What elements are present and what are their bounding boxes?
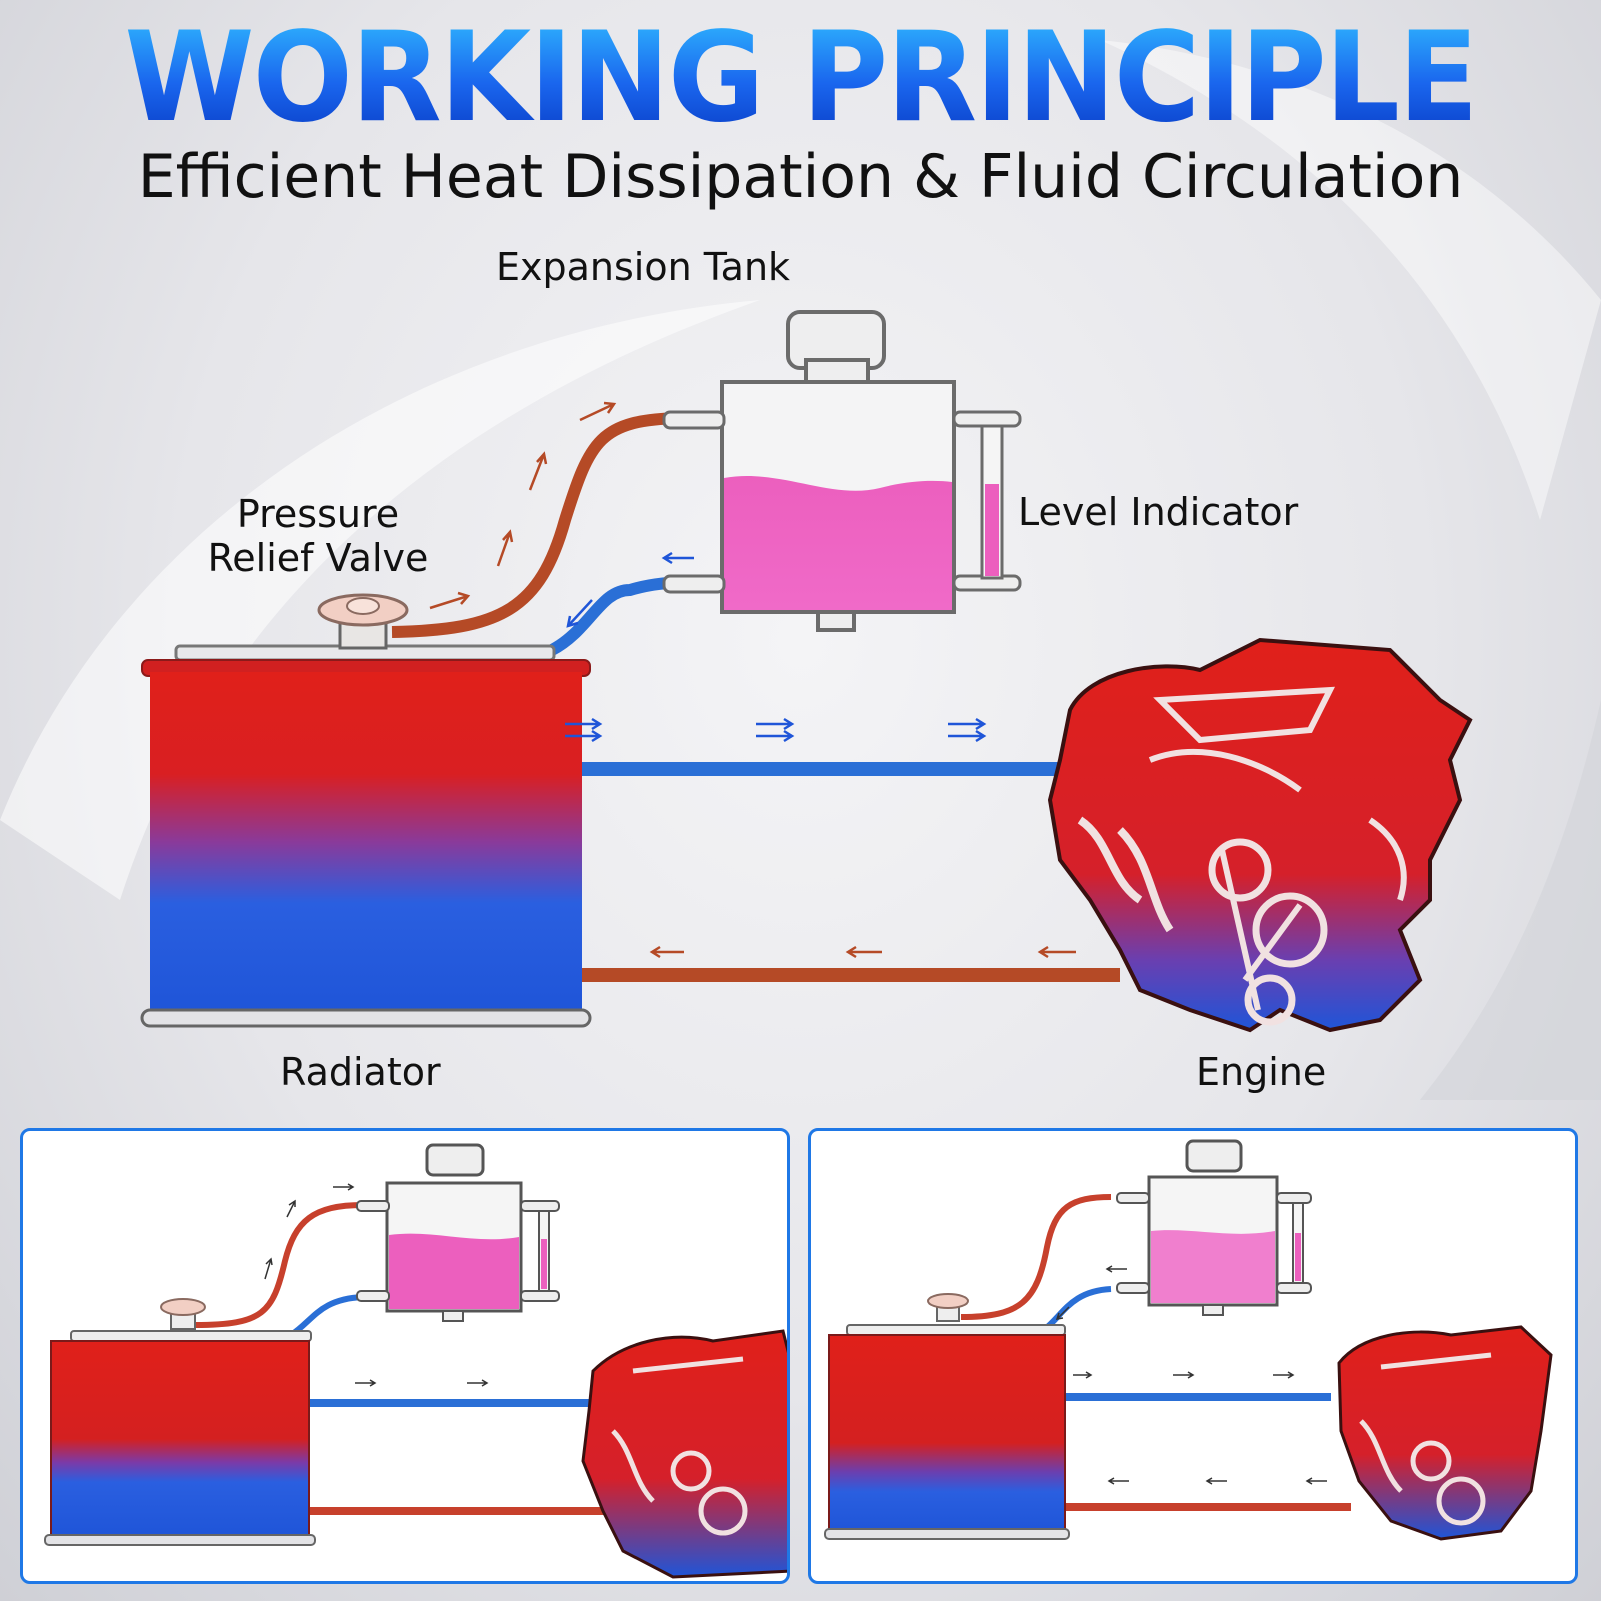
hot-hose-to-tank (391, 412, 681, 638)
label-engine: Engine (1196, 1050, 1327, 1094)
radiator-icon (140, 644, 592, 1028)
panel-circulation-left (20, 1128, 790, 1584)
mini-diagram-left (44, 1143, 787, 1579)
label-radiator: Radiator (280, 1050, 441, 1094)
hot-hose-bottom (580, 968, 1120, 982)
label-pressure-relief-valve: Pressure Relief Valve (192, 492, 444, 580)
mini-diagram-right (824, 1139, 1553, 1541)
panel-circulation-right (808, 1128, 1578, 1584)
label-expansion-tank: Expansion Tank (496, 245, 791, 289)
cold-hose-top (580, 762, 1070, 776)
pressure-cap-icon (317, 593, 409, 650)
page-title: WORKING PRINCIPLE (0, 15, 1601, 139)
label-pressure-relief-valve-line2: Relief Valve (207, 536, 429, 580)
engine-icon (1047, 637, 1473, 1033)
flow-arrow-icon (429, 401, 1076, 959)
page-subtitle: Efficient Heat Dissipation & Fluid Circu… (137, 142, 1464, 212)
label-pressure-relief-valve-line1: Pressure (236, 492, 400, 536)
label-level-indicator: Level Indicator (1018, 490, 1299, 534)
expansion-tank-icon (662, 310, 1022, 632)
